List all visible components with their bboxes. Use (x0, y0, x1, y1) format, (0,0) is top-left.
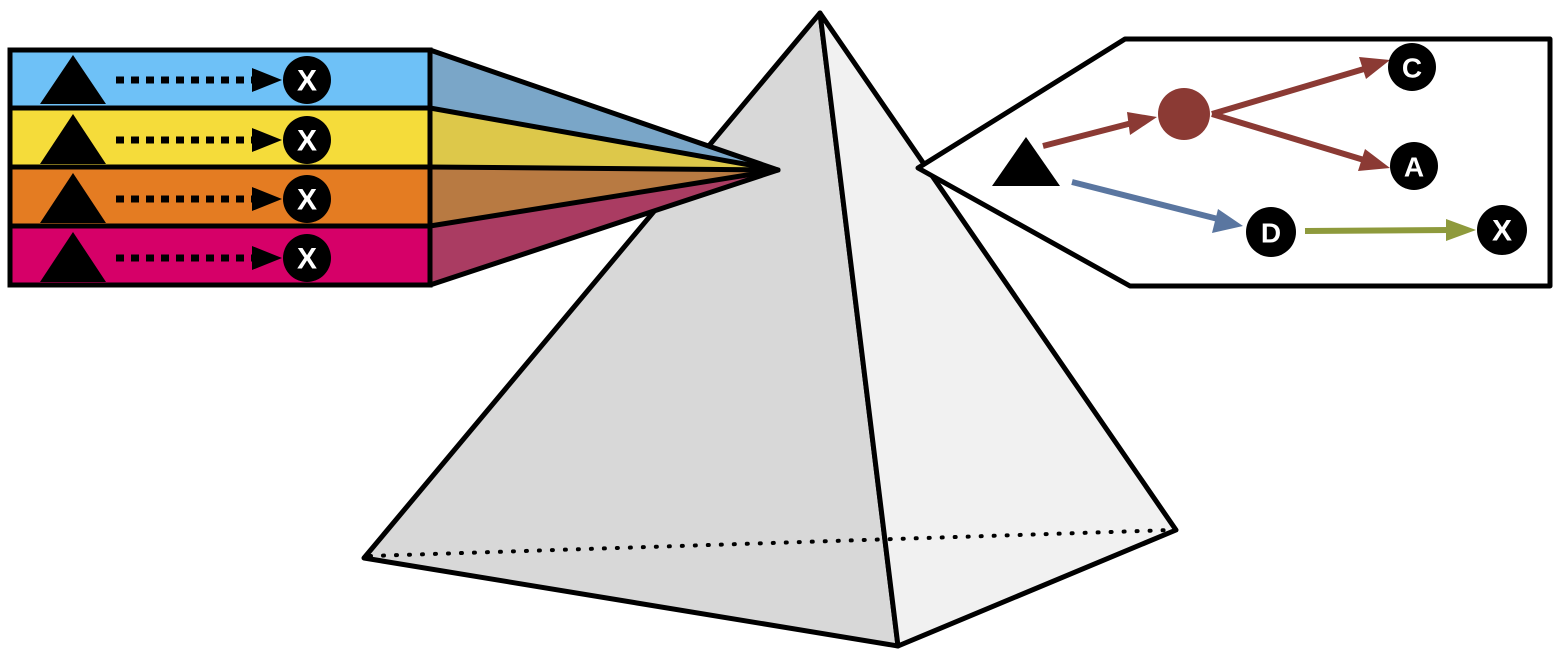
x-node-label: X (297, 65, 317, 98)
intermediate-node (1158, 88, 1210, 140)
input-bands: X X X X (10, 50, 430, 285)
d-node-label: D (1261, 218, 1281, 249)
c-node-label: C (1402, 53, 1422, 84)
x-node-label: X (297, 125, 317, 158)
x-node-label: X (1492, 215, 1512, 248)
output-panel: C A D X (918, 39, 1550, 286)
a-node-label: A (1404, 152, 1424, 183)
beam-edge (430, 167, 778, 170)
x-node-label: X (297, 243, 317, 276)
x-node-label: X (297, 184, 317, 217)
path-d-to-x (1305, 230, 1450, 231)
